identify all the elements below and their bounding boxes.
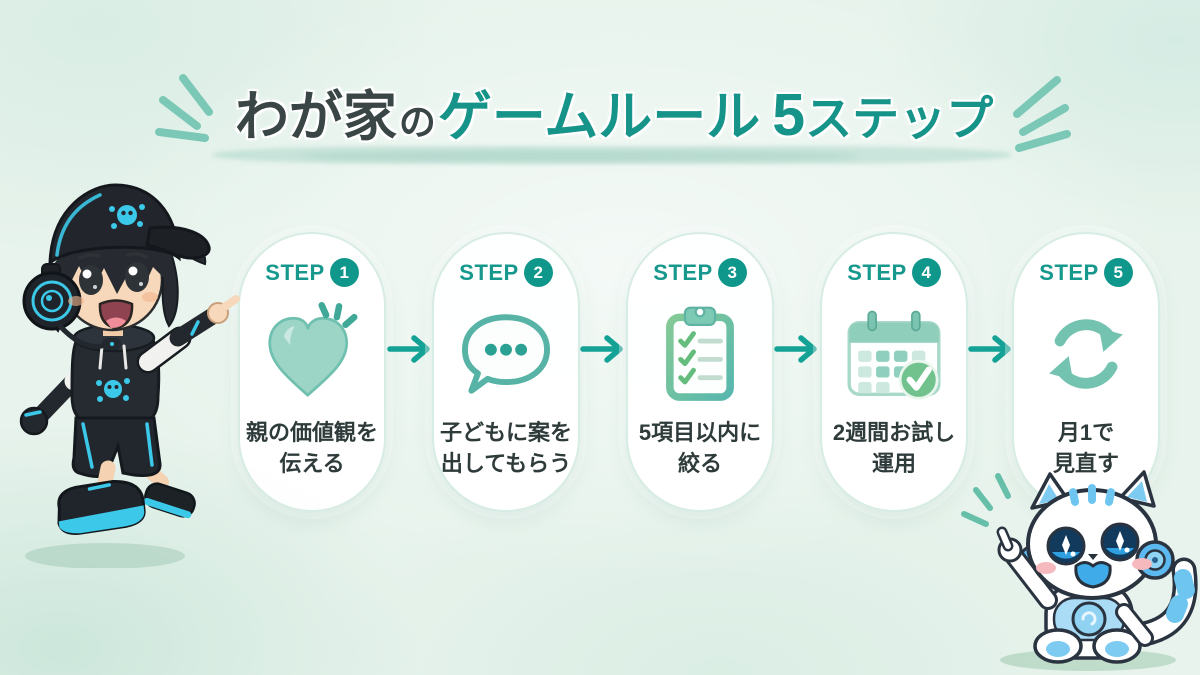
step-label: STEP (847, 259, 907, 285)
arrow-icon-2 (580, 334, 624, 364)
checklist-clipboard-icon (648, 291, 752, 417)
gamer-boy-mascot (0, 168, 240, 569)
step-number-badge: 1 (329, 258, 359, 287)
title-highlight: ゲームルール (437, 87, 761, 147)
step-number-badge: 2 (523, 258, 553, 287)
step-caption: 月1で 見直す (1052, 420, 1119, 477)
refresh-cycle-icon (1034, 291, 1138, 417)
step-label: STEP (459, 259, 519, 285)
title-number: 5 (772, 82, 806, 148)
step-card-1: STEP 1 親の価値観を 伝える (238, 232, 386, 512)
step-label: STEP (653, 259, 713, 285)
step-caption: 5項目以内に 絞る (638, 420, 762, 477)
title-particle: の (398, 102, 436, 143)
step-caption: 親の価値観を 伝える (245, 420, 378, 477)
step-card-3: STEP 3 (626, 232, 774, 512)
step-card-4: STEP 4 (820, 232, 968, 512)
sparkle-marks-left-icon (154, 74, 213, 142)
title-underline-brush-2 (300, 150, 860, 162)
step-badge-1: STEP 1 (265, 258, 359, 287)
step-caption: 2週間お試し 運用 (832, 420, 956, 477)
step-caption: 子どもに案を 出してもらう (439, 420, 572, 477)
step-badge-5: STEP 5 (1039, 258, 1133, 287)
calendar-check-icon (838, 291, 950, 417)
step-badge-3: STEP 3 (653, 258, 747, 287)
sparkle-marks-right-icon (1013, 76, 1072, 152)
step-card-2: STEP 2 子どもに案を 出してもらう (432, 232, 580, 512)
step-number-badge: 4 (911, 258, 941, 287)
step-number-badge: 5 (1103, 258, 1133, 287)
arrow-icon-4 (968, 334, 1012, 364)
step-number-badge: 3 (717, 258, 747, 287)
robot-cat-mascot (952, 462, 1200, 675)
arrow-icon-3 (774, 334, 818, 364)
title-main: わが家 (234, 87, 397, 147)
speech-bubble-icon (452, 291, 560, 417)
title-suffix: ステップ (805, 92, 994, 145)
step-label: STEP (1039, 259, 1099, 285)
step-badge-2: STEP 2 (459, 258, 553, 287)
title-underline-brush (212, 146, 1012, 164)
heart-icon (260, 291, 364, 417)
step-badge-4: STEP 4 (847, 258, 941, 287)
step-label: STEP (265, 259, 325, 285)
arrow-icon-1 (387, 334, 431, 364)
step-card-5: STEP 5 月1で 見直す (1012, 232, 1160, 512)
